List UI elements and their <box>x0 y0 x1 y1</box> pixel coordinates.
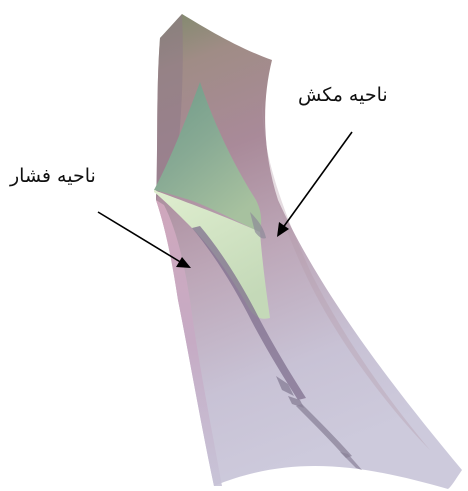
suction-region-label: ناحیه مکش <box>298 86 388 105</box>
suction-arrow <box>277 132 352 237</box>
pressure-region-label: ناحیه فشار <box>10 167 96 186</box>
